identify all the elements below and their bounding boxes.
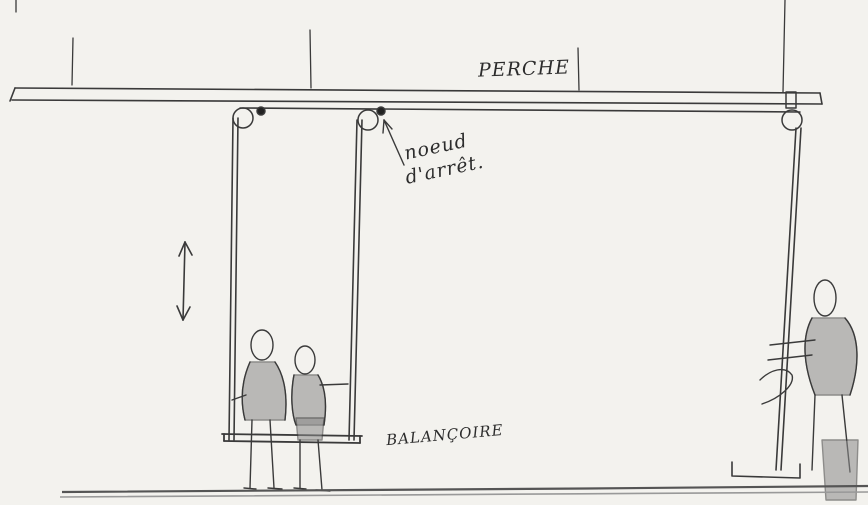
base-plate bbox=[731, 461, 801, 479]
pulley-right bbox=[781, 91, 803, 131]
hoist-rope bbox=[775, 127, 802, 471]
operator-figure bbox=[759, 279, 859, 501]
suspension-cables bbox=[15, 0, 786, 93]
person-figure-right bbox=[291, 345, 349, 492]
perche-label: PERCHE bbox=[477, 56, 571, 82]
knot-arrow-icon bbox=[382, 119, 405, 166]
swing-seat bbox=[221, 433, 363, 444]
pulley-middle bbox=[357, 106, 386, 131]
person-figure-left bbox=[231, 329, 287, 490]
floor-line bbox=[59, 484, 868, 498]
up-down-arrow-icon bbox=[176, 241, 193, 321]
perche-bar bbox=[9, 87, 823, 113]
swing-ropes bbox=[228, 117, 363, 441]
